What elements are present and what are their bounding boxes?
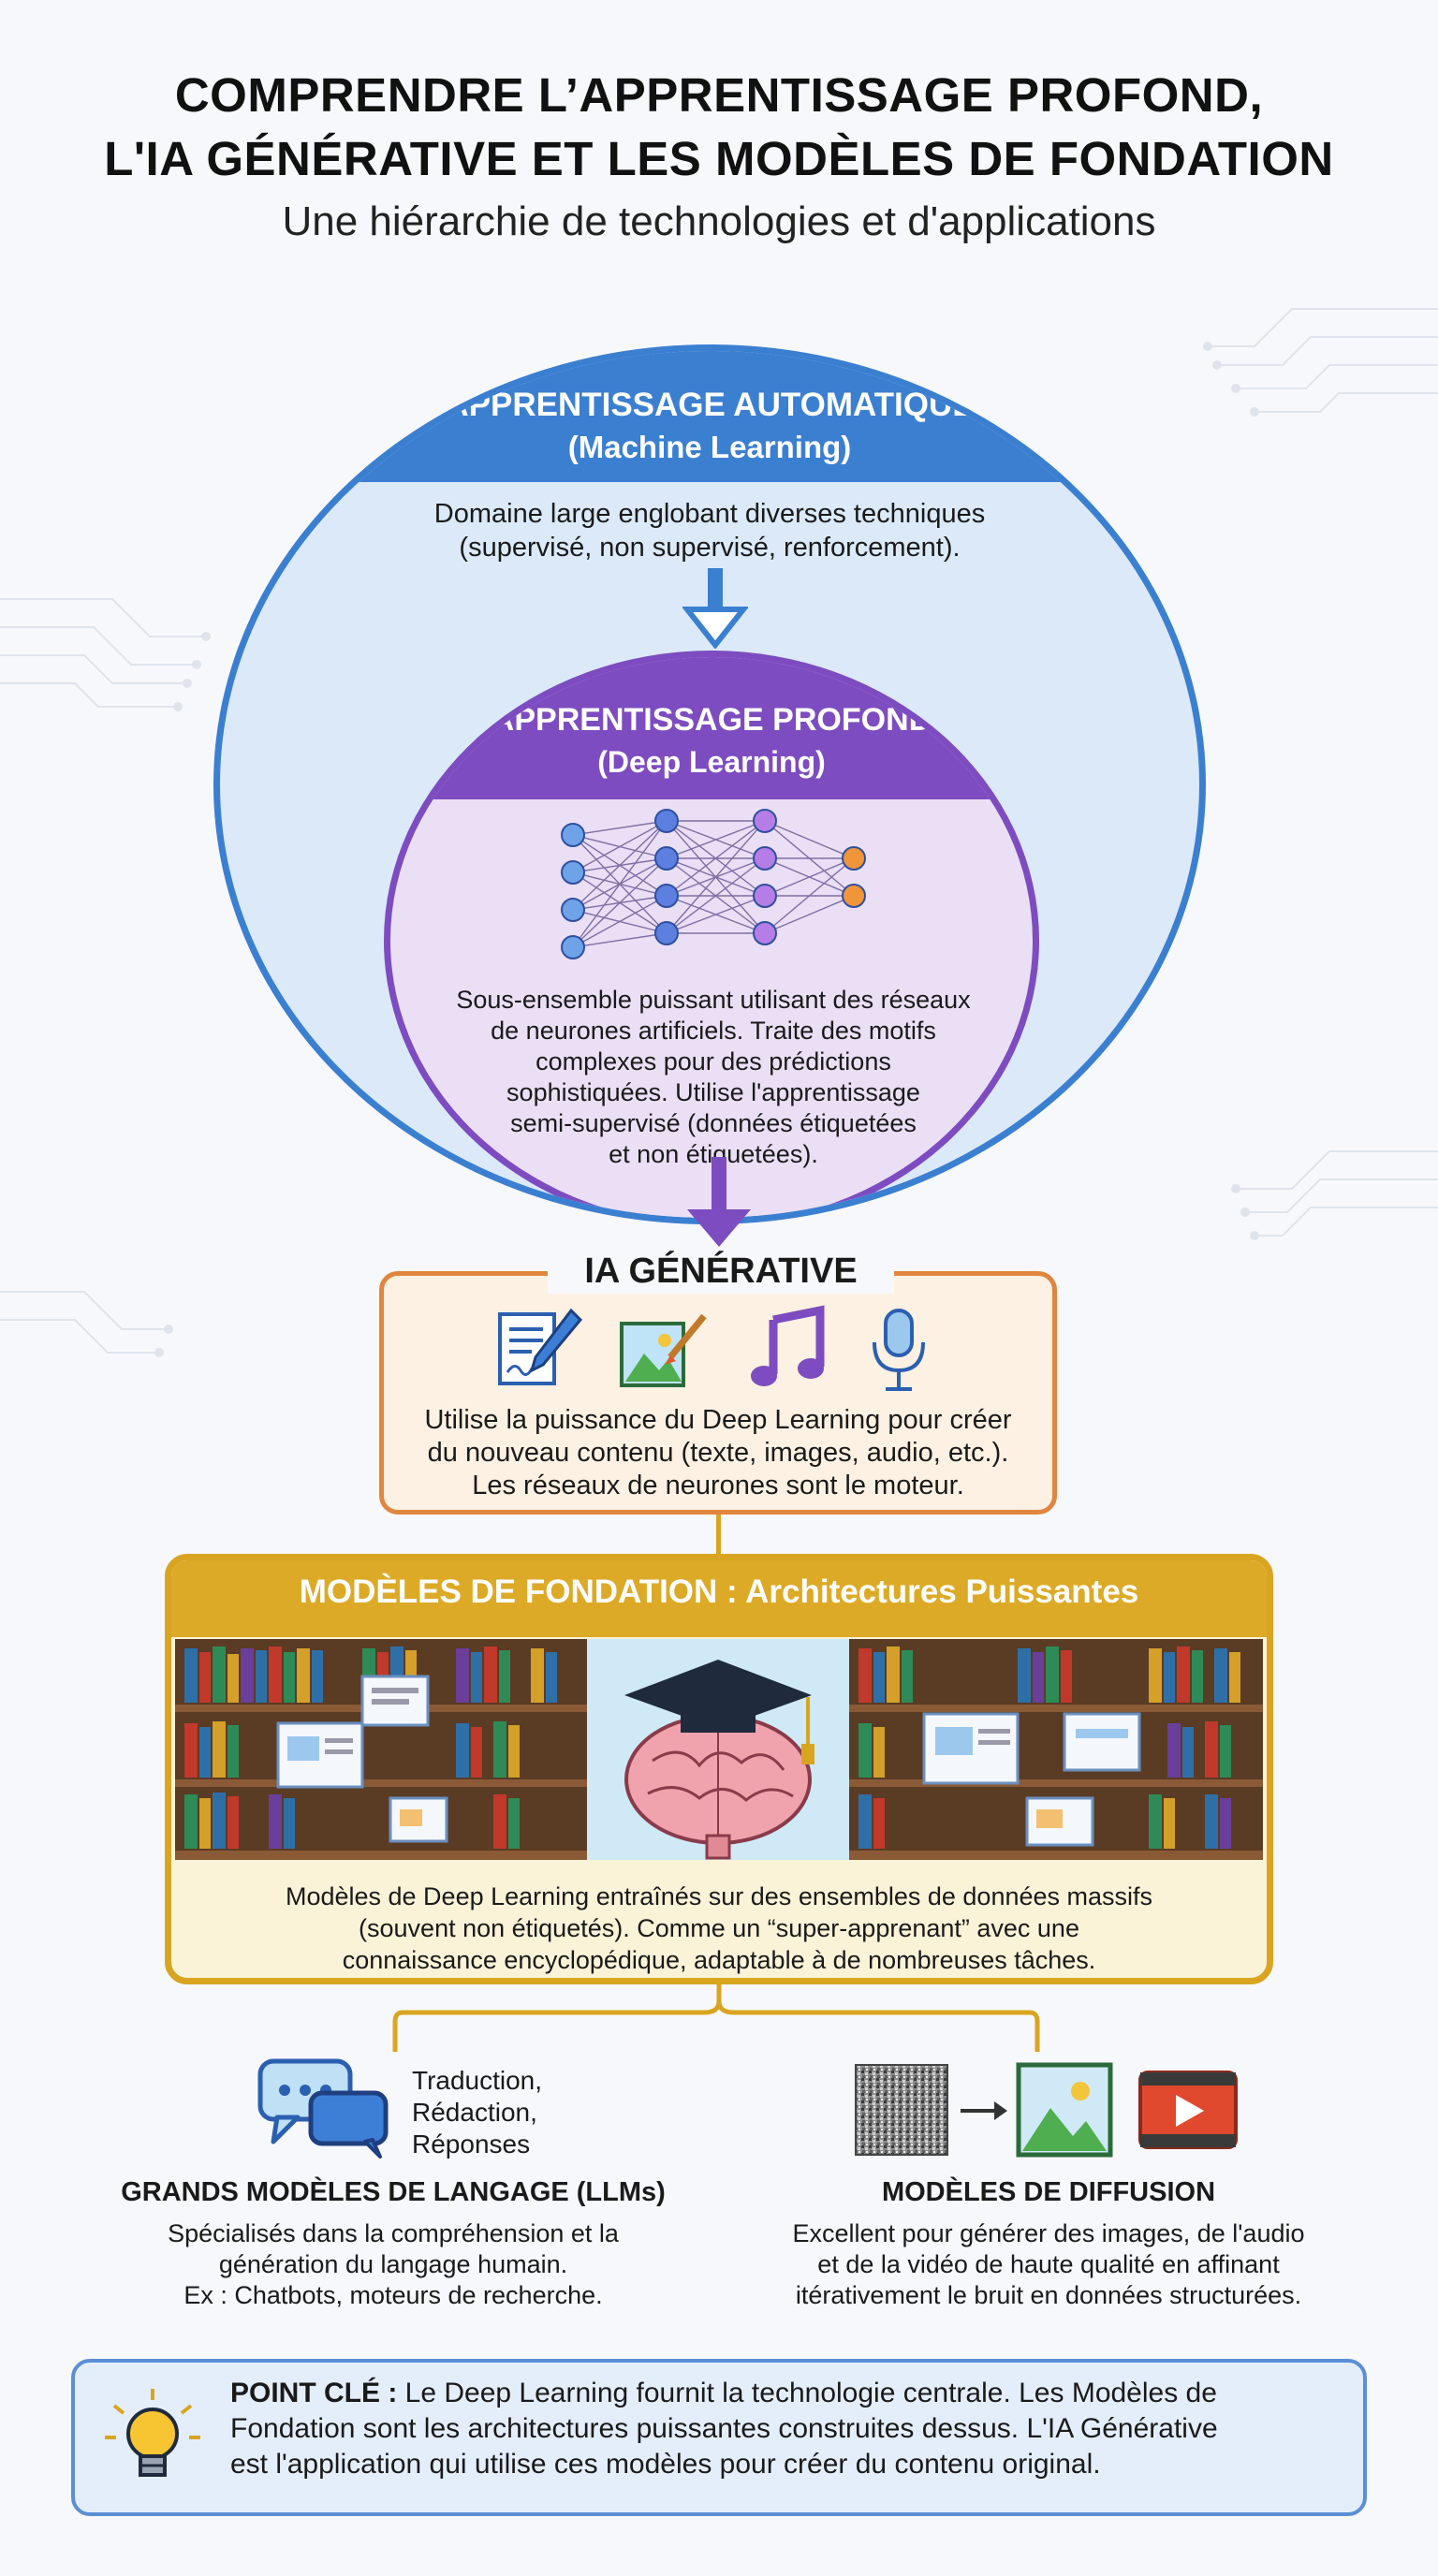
arrow-down-blue-icon bbox=[682, 568, 748, 649]
deep-learning-circle: APPRENTISSAGE PROFOND (Deep Learning) bbox=[384, 651, 1039, 1218]
generative-ai-desc-line1: Utilise la puissance du Deep Learning po… bbox=[424, 1405, 1012, 1435]
llm-desc-line3: Ex : Chatbots, moteurs de recherche. bbox=[183, 2281, 603, 2309]
llm-task-translation: Traduction, bbox=[412, 2066, 543, 2095]
machine-learning-desc-line2: (supervisé, non supervisé, renforcement)… bbox=[459, 533, 961, 563]
machine-learning-title: APPRENTISSAGE AUTOMATIQUE bbox=[445, 387, 975, 423]
machine-learning-circle: APPRENTISSAGE AUTOMATIQUE (Machine Learn… bbox=[213, 344, 1206, 1224]
llm-desc-line1: Spécialisés dans la compréhension et la bbox=[168, 2219, 619, 2247]
key-point-text: POINT CLÉ : Le Deep Learning fournit la … bbox=[230, 2376, 1344, 2482]
branch-connector bbox=[392, 1984, 1040, 2052]
graduate-brain-library-illustration bbox=[175, 1639, 1263, 1860]
machine-learning-header bbox=[220, 351, 1199, 482]
page-subtitle: Une hiérarchie de technologies et d'appl… bbox=[282, 198, 1156, 244]
connector-line bbox=[716, 1515, 721, 1556]
llm-task-answers: Réponses bbox=[412, 2130, 531, 2159]
generative-ai-title: IA GÉNÉRATIVE bbox=[548, 1249, 894, 1294]
lightbulb-icon bbox=[105, 2389, 200, 2477]
foundation-models-desc-line2: (souvent non étiquetés). Comme un “super… bbox=[359, 1914, 1079, 1942]
foundation-models-header bbox=[171, 1560, 1267, 1637]
deep-learning-header bbox=[390, 657, 1033, 799]
llm-title: GRANDS MODÈLES DE LANGAGE (LLMs) bbox=[121, 2177, 666, 2207]
video-play-icon bbox=[1138, 2071, 1238, 2149]
arrow-right-icon bbox=[961, 2101, 1007, 2120]
diffusion-desc-line3: itérativement le bruit en données struct… bbox=[795, 2281, 1302, 2309]
generative-ai-desc-line2: du nouveau contenu (texte, images, audio… bbox=[427, 1438, 1009, 1468]
deep-learning-subtitle: (Deep Learning) bbox=[597, 745, 826, 779]
llm-desc-line2: génération du langage humain. bbox=[218, 2250, 568, 2278]
key-point-line1: POINT CLÉ : Le Deep Learning fournit la … bbox=[230, 2376, 1344, 2411]
foundation-models-desc-line1: Modèles de Deep Learning entraînés sur d… bbox=[285, 1882, 1153, 1910]
foundation-models-desc-line3: connaissance encyclopédique, adaptable à… bbox=[342, 1946, 1096, 1974]
generative-ai-desc-line3: Les réseaux de neurones sont le moteur. bbox=[472, 1471, 964, 1500]
key-point-line2: Fondation sont les architectures puissan… bbox=[230, 2413, 1218, 2444]
key-point-box bbox=[71, 2359, 1367, 2516]
noise-icon bbox=[855, 2064, 948, 2156]
page-title-line2: L'IA GÉNÉRATIVE ET LES MODÈLES DE FONDAT… bbox=[104, 132, 1334, 185]
machine-learning-subtitle: (Machine Learning) bbox=[567, 430, 852, 464]
deep-learning-desc-line5: semi-supervisé (données étiquetées bbox=[510, 1109, 917, 1137]
microphone-icon bbox=[873, 1309, 925, 1391]
page-title-line1: COMPRENDRE L’APPRENTISSAGE PROFOND, bbox=[174, 68, 1264, 122]
machine-learning-desc-line1: Domaine large englobant diverses techniq… bbox=[433, 499, 986, 529]
diffusion-desc-line2: et de la vidéo de haute qualité en affin… bbox=[817, 2250, 1280, 2278]
diffusion-desc-line1: Excellent pour générer des images, de l'… bbox=[792, 2219, 1305, 2247]
foundation-models-title: MODÈLES DE FONDATION : Architectures Pui… bbox=[299, 1573, 1139, 1610]
llm-task-writing: Rédaction, bbox=[412, 2098, 537, 2127]
text-edit-icon bbox=[498, 1308, 583, 1385]
image-paint-icon bbox=[620, 1313, 707, 1387]
key-point-line1-text: Le Deep Learning fournit la technologie … bbox=[397, 2378, 1217, 2408]
deep-learning-desc-line2: de neurones artificiels. Traite des moti… bbox=[491, 1017, 936, 1045]
neural-network-icon bbox=[561, 809, 866, 959]
deep-learning-title: APPRENTISSAGE PROFOND bbox=[491, 702, 932, 738]
arrow-down-purple-icon bbox=[687, 1157, 751, 1247]
foundation-models-box: MODÈLES DE FONDATION : Architectures Pui… bbox=[165, 1554, 1273, 1984]
key-point-line3: est l'application qui utilise ces modèle… bbox=[230, 2449, 1101, 2480]
key-point-label: POINT CLÉ : bbox=[230, 2378, 398, 2408]
chat-bubbles-icon bbox=[257, 2058, 389, 2159]
landscape-image-icon bbox=[1016, 2062, 1113, 2158]
music-note-icon bbox=[751, 1305, 825, 1386]
diffusion-title: MODÈLES DE DIFFUSION bbox=[881, 2177, 1216, 2207]
deep-learning-desc-line4: sophistiquées. Utilise l'apprentissage bbox=[506, 1078, 920, 1106]
deep-learning-desc-line3: complexes pour des prédictions bbox=[536, 1047, 891, 1076]
deep-learning-desc-line1: Sous-ensemble puissant utilisant des rés… bbox=[456, 986, 971, 1014]
